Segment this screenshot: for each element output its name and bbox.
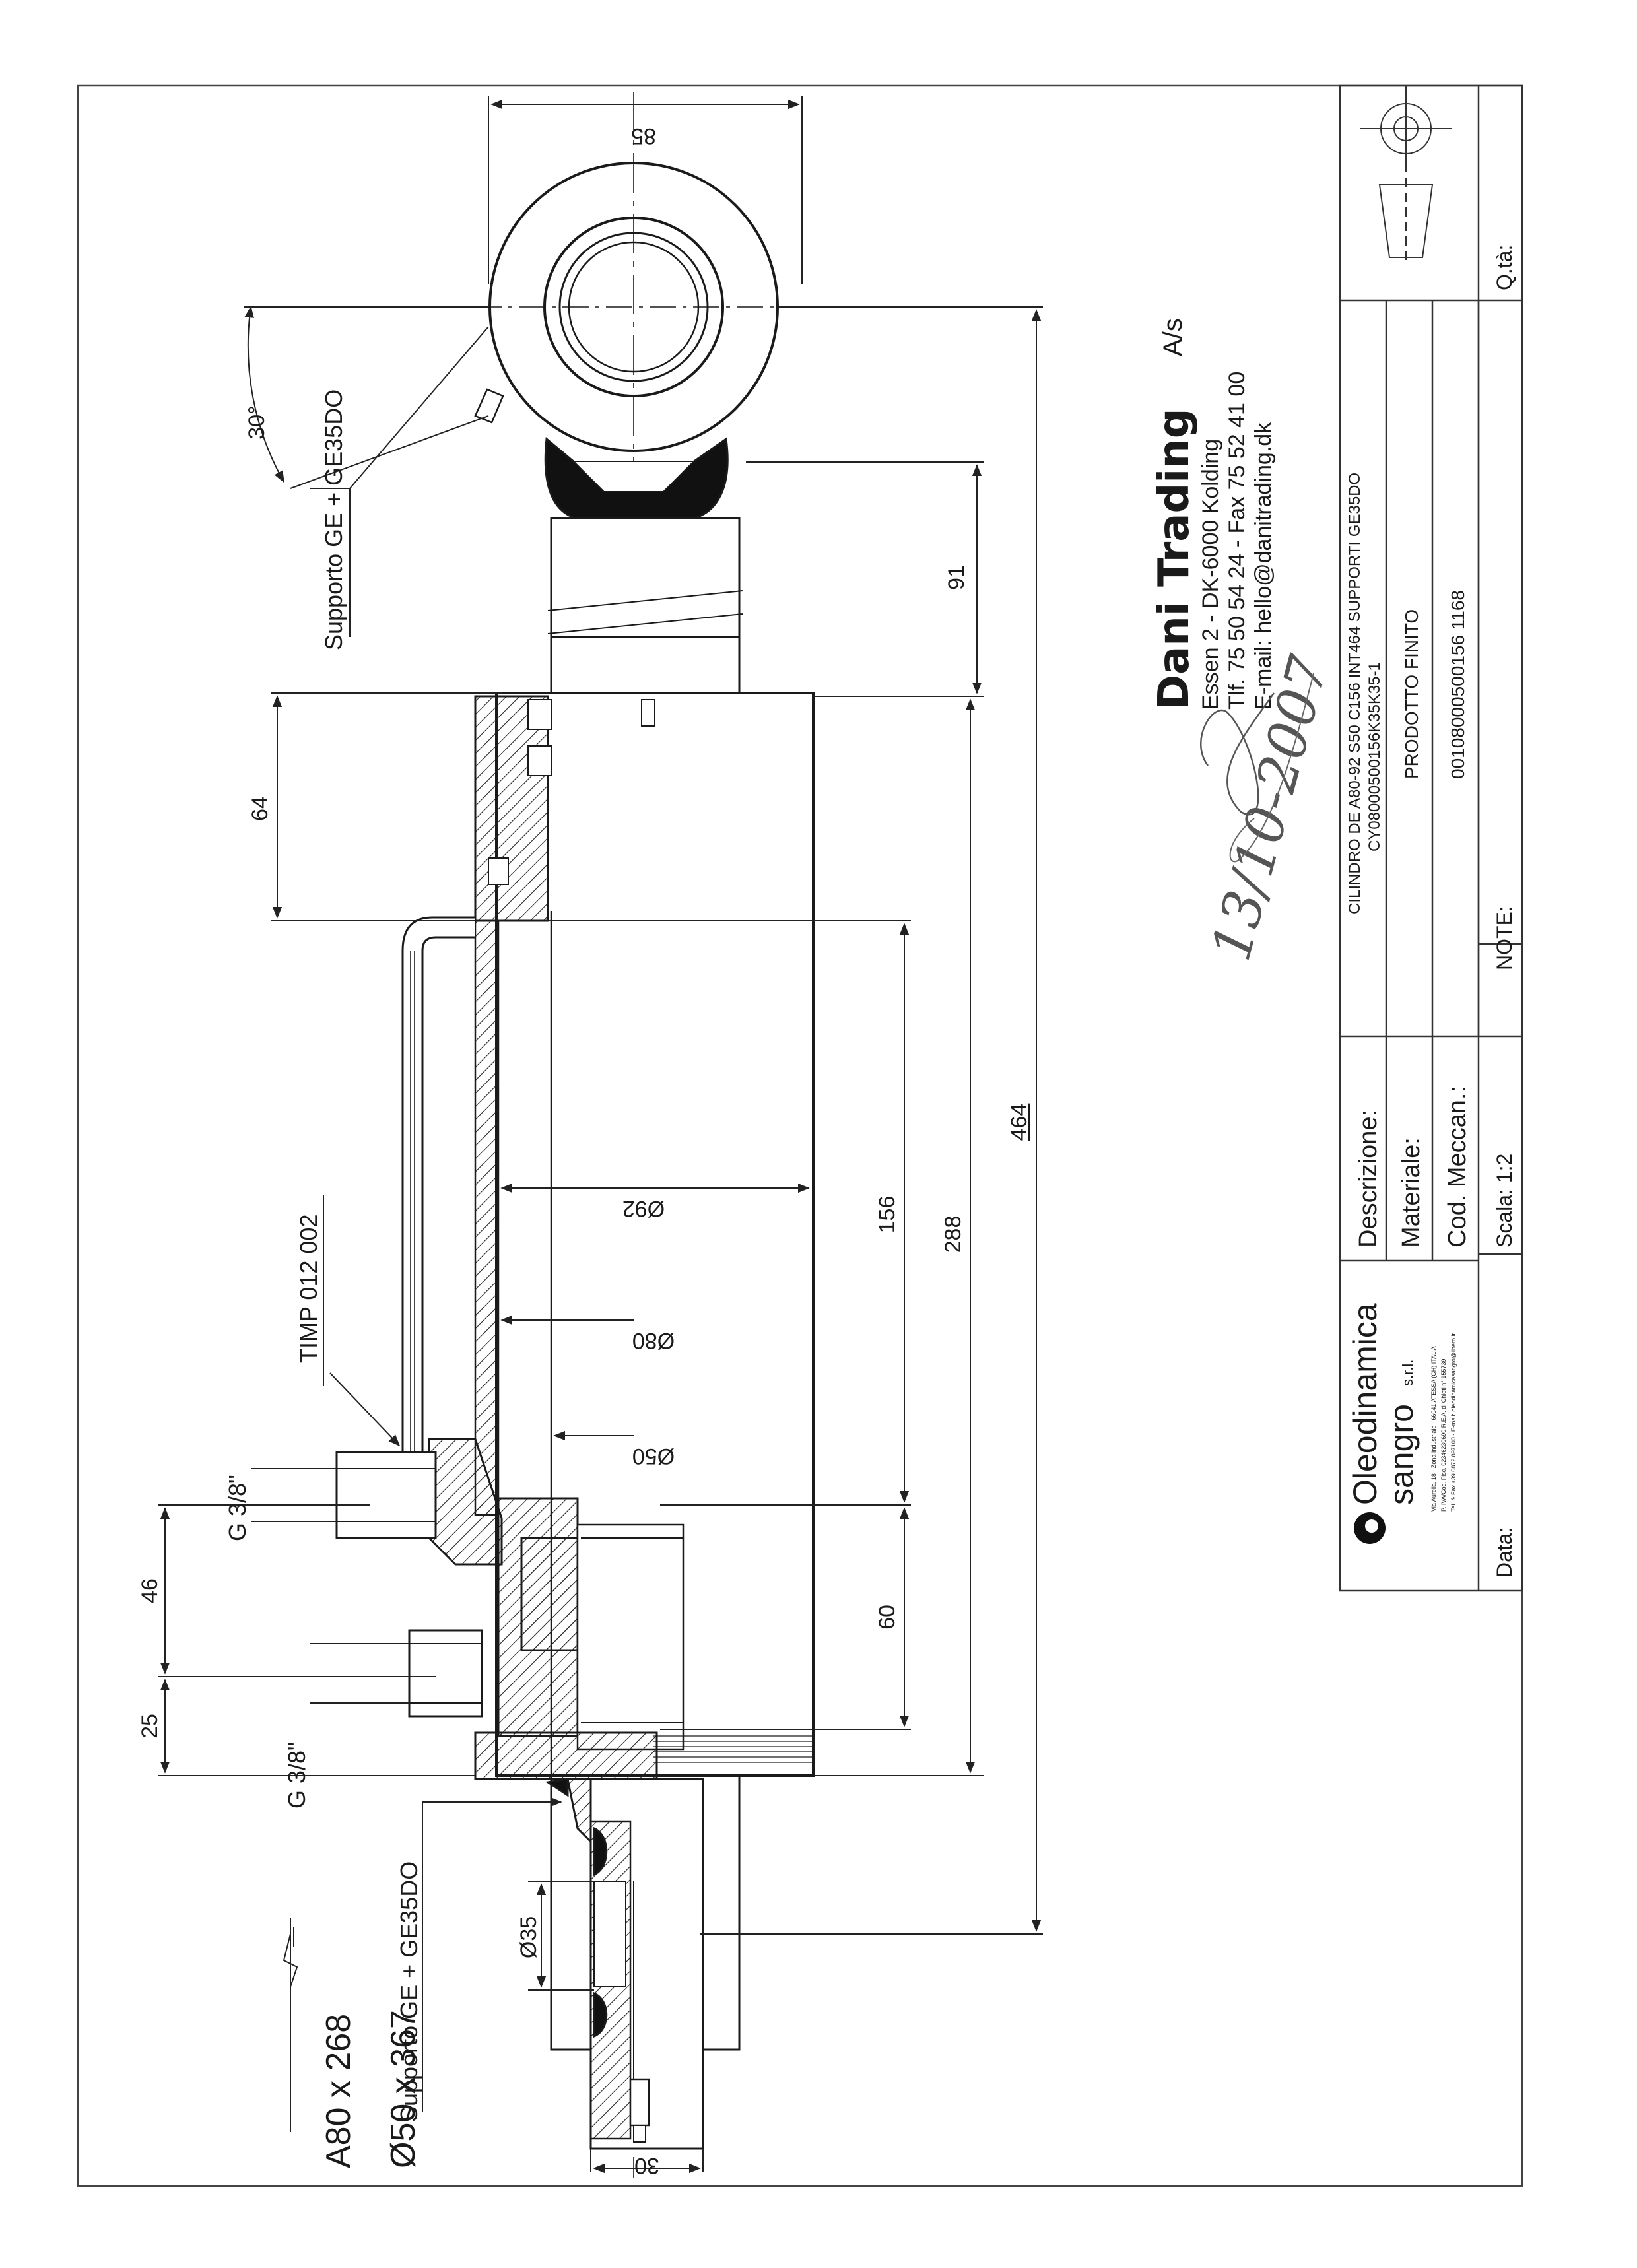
dim-30: 30 bbox=[634, 2153, 659, 2178]
title-block-texts: Descrizione: CILINDRO DE A80-92 S50 C156… bbox=[1346, 245, 1516, 1578]
dim-464: 464 bbox=[1007, 1104, 1032, 1141]
title-block bbox=[1339, 84, 1523, 1592]
projection-symbol-icon bbox=[1360, 86, 1452, 264]
size-bore-stroke: A80 x 268 bbox=[319, 2014, 358, 2168]
company-logo: Oleodinamica sangro s.r.l. Via Aurelia, … bbox=[1347, 1303, 1457, 1544]
descrizione-value-2: CY08000500156K35K35-1 bbox=[1366, 662, 1384, 851]
callout-port-upper: G 3/8" bbox=[224, 1475, 251, 1541]
stamp-address: Essen 2 - DK-6000 Kolding bbox=[1198, 439, 1223, 710]
dim-30-degree: 30° bbox=[244, 405, 269, 439]
dim-46: 46 bbox=[137, 1578, 162, 1603]
rod-thread bbox=[653, 1735, 813, 1763]
stamp-suffix: A/s bbox=[1158, 318, 1187, 356]
dim-dia-35: Ø35 bbox=[516, 1916, 541, 1958]
callout-port-lower: G 3/8" bbox=[283, 1742, 310, 1809]
stamp-company: Dani Trading bbox=[1150, 408, 1199, 710]
logo-name-2: sangro bbox=[1383, 1404, 1420, 1505]
signature-icon bbox=[1200, 692, 1275, 816]
distributor-stamp: Dani Trading A/s Essen 2 - DK-6000 Koldi… bbox=[1150, 318, 1341, 967]
size-labels: A80 x 268 Ø50 x 367 bbox=[319, 2010, 422, 2168]
logo-address-3: Tel. & Fax +39 0872 897100 - E-mail: ole… bbox=[1450, 1333, 1457, 1512]
external-oil-pipe bbox=[401, 916, 475, 1473]
dim-85: 85 bbox=[631, 123, 656, 149]
cod-meccan-value: 00108000500156 1168 bbox=[1448, 590, 1468, 779]
logo-address-2: P. IVA/Cod. Fisc. 02346230690 R.E.A. di … bbox=[1440, 1359, 1447, 1512]
logo-name-1: Oleodinamica bbox=[1347, 1303, 1384, 1505]
logo-address-1: Via Aurelia, 18 - Zona Industriale - 660… bbox=[1430, 1346, 1437, 1512]
descrizione-value-1: CILINDRO DE A80-92 S50 C156 INT464 SUPPO… bbox=[1346, 473, 1364, 914]
dim-288: 288 bbox=[941, 1216, 966, 1253]
callout-support-top: Supporto GE + GE35DO bbox=[320, 389, 347, 650]
dim-dia-92: Ø92 bbox=[622, 1196, 665, 1221]
end-cap bbox=[474, 1731, 658, 1780]
materiale-label: Materiale: bbox=[1397, 1137, 1425, 1248]
callout-pipe: TIMP 012 002 bbox=[295, 1215, 322, 1363]
dim-91: 91 bbox=[944, 565, 969, 590]
dim-156: 156 bbox=[875, 1196, 900, 1234]
callouts: Supporto GE + GE35DO Supporto GE + GE35D… bbox=[224, 389, 422, 2122]
dim-25: 25 bbox=[137, 1714, 162, 1739]
stamp-phone: Tlf. 75 50 54 24 - Fax 75 52 41 00 bbox=[1224, 372, 1250, 710]
cylinder-assembly bbox=[335, 92, 815, 2178]
note-label: NOTE: bbox=[1492, 906, 1516, 970]
dim-64: 64 bbox=[248, 796, 273, 821]
descrizione-label: Descrizione: bbox=[1354, 1110, 1382, 1248]
size-rod: Ø50 x 367 bbox=[384, 2010, 422, 2168]
scala-label: Scala: 1:2 bbox=[1492, 1154, 1516, 1248]
qta-label: Q.tà: bbox=[1492, 245, 1516, 290]
dimension-lines bbox=[158, 96, 1043, 2174]
callout-support-bottom: Supporto GE + GE35DO bbox=[395, 1861, 422, 2122]
dim-dia-50: Ø50 bbox=[632, 1444, 675, 1469]
dim-60: 60 bbox=[875, 1605, 900, 1630]
dimension-texts: 85 30° 91 64 464 288 156 60 46 25 Ø92 Ø8… bbox=[137, 123, 1032, 2178]
logo-suffix: s.r.l. bbox=[1399, 1360, 1416, 1386]
data-label: Data: bbox=[1492, 1527, 1516, 1578]
dim-dia-80: Ø80 bbox=[632, 1328, 675, 1353]
stamp-email: E-mail: hello@danitrading.dk bbox=[1251, 422, 1276, 710]
materiale-value: PRODOTTO FINITO bbox=[1401, 609, 1422, 779]
cod-meccan-label: Cod. Meccan.: bbox=[1444, 1086, 1471, 1248]
